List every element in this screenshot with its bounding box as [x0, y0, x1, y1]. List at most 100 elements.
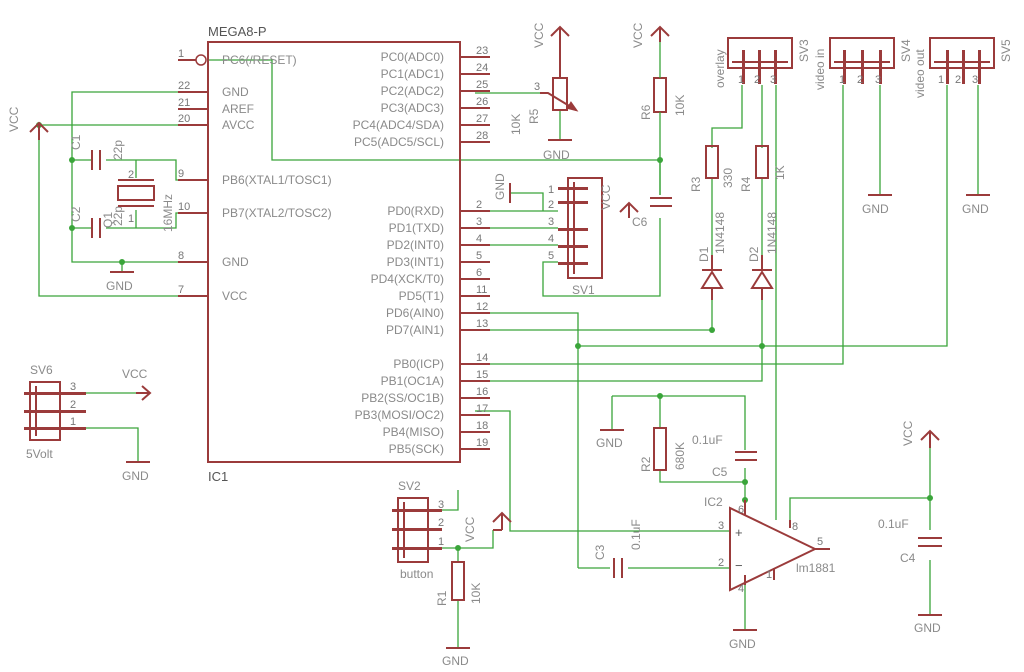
gnd-label-r5: GND — [543, 148, 570, 162]
ic1-pin-name: PC2(ADC2) — [381, 84, 444, 98]
r1-ref: R1 — [435, 590, 449, 606]
ic1-pin-name: PB6(XTAL1/TOSC1) — [222, 173, 332, 187]
sv1-pin1: 1 — [548, 184, 554, 196]
r2-value: 680K — [673, 442, 687, 470]
vcc-symbols: VCC VCC VCC VCC VCC VCC — [7, 22, 940, 542]
ic1-pin-number: 9 — [178, 168, 184, 180]
r5-ref: R5 — [527, 108, 541, 124]
ic2-pin4: 4 — [738, 583, 744, 595]
sv3-pin1: 1 — [738, 74, 744, 86]
capacitor-c2: C2 22p — [69, 206, 125, 238]
resistor-r4: R4 1K — [739, 145, 787, 192]
diode-d1: D1 1N4148 — [697, 212, 727, 300]
sv5-label: video out — [913, 49, 927, 98]
ic1-pin-number: 13 — [476, 318, 488, 330]
r3-ref: R3 — [689, 176, 703, 192]
capacitor-c1: C1 22p — [69, 134, 125, 170]
sv6-pin3: 3 — [70, 381, 76, 393]
r4-value: 1K — [773, 165, 787, 180]
ic1-pin-name: PC3(ADC3) — [381, 101, 444, 115]
sv4-ref: SV4 — [899, 39, 913, 62]
ic1-pin-number: 28 — [476, 130, 488, 142]
c4-value: 0.1uF — [878, 517, 909, 531]
ic2-pin5: 5 — [817, 536, 823, 548]
vcc-arrow-left — [29, 121, 49, 140]
vcc-arrow-c6 — [619, 201, 639, 218]
q1-pin1: 1 — [128, 213, 134, 225]
c1-value: 22p — [111, 140, 125, 160]
ic1-pin-name: PB7(XTAL2/TOSC2) — [222, 206, 332, 220]
ic1-pin-name: AVCC — [222, 118, 255, 132]
d2-ref: D2 — [747, 246, 761, 262]
capacitor-c4: 0.1uF C4 — [878, 517, 942, 565]
ic1-pin-number: 5 — [476, 250, 482, 262]
ic1-pin-name: PB0(ICP) — [393, 357, 444, 371]
ic2-pin8: 8 — [792, 521, 798, 533]
ic1-pin-number: 11 — [476, 284, 487, 296]
ic1-pin-number: 23 — [476, 45, 488, 57]
r3-value: 330 — [721, 168, 735, 188]
ic1-pin-name: PB2(SS/OC1B) — [361, 391, 444, 405]
sv5-ref: SV5 — [999, 39, 1013, 62]
sv6-label: 5Volt — [26, 447, 53, 461]
sv4-label: video in — [813, 49, 827, 90]
vcc-arrow-c4 — [920, 429, 940, 448]
sv2-pin1: 1 — [438, 536, 444, 548]
ic1-pin-number: 22 — [178, 80, 190, 92]
sv1-pin4: 4 — [548, 233, 554, 245]
ic1-pin-number: 7 — [178, 284, 184, 296]
sv2-label: button — [400, 567, 433, 581]
gnd-label-c4: GND — [914, 621, 941, 635]
ic1-pin-name: PB5(SCK) — [389, 442, 444, 456]
ic1-pin-number: 17 — [476, 403, 488, 415]
sv3-ref: SV3 — [797, 39, 811, 62]
capacitor-c5: 0.1uF C5 — [692, 433, 757, 479]
ic2-lm1881: + − IC2 lm1881 3 2 5 8 6 4 1 — [704, 495, 836, 595]
ic1-pin-name: PC0(ADC0) — [381, 50, 444, 64]
ic1-pin-name: PD2(INT0) — [387, 238, 444, 252]
sv1-vcc: VCC — [599, 184, 613, 210]
ic2-pin2: 2 — [718, 557, 724, 569]
sv6-ref: SV6 — [30, 363, 53, 377]
ic1-pin-number: 26 — [476, 96, 488, 108]
sv6-pin1: 1 — [70, 416, 76, 428]
sv5-pin1: 1 — [938, 74, 944, 86]
ic1-pin-number: 18 — [476, 420, 488, 432]
ic1-pin-name: PD4(XCK/T0) — [371, 272, 444, 286]
gnd-label-ic1: GND — [106, 279, 133, 293]
c6-ref: C6 — [632, 215, 648, 229]
ic1-pin-name: VCC — [222, 289, 248, 303]
ic1-pin-name: PD7(AIN1) — [386, 323, 444, 337]
vcc-arrow-sv6 — [136, 385, 152, 401]
gnd-label-r2: GND — [596, 436, 623, 450]
sv1-pin2: 2 — [548, 199, 554, 211]
ic2-pin3: 3 — [718, 520, 724, 532]
ic1-pin-name: PB4(MISO) — [383, 425, 444, 439]
gnd-label-sv4: GND — [862, 202, 889, 216]
sv3-label: overlay — [713, 49, 727, 88]
ic2-minus: − — [735, 558, 743, 573]
ic1-pin-name: PD6(AIN0) — [386, 306, 444, 320]
resistor-r2: R2 680K — [639, 427, 687, 472]
ic1-pin-number: 12 — [476, 301, 488, 313]
sv3-pin3: 3 — [770, 74, 776, 86]
ic1-pin-number: 10 — [178, 201, 190, 213]
ic1-pin-name: PD3(INT1) — [387, 255, 444, 269]
ic2-plus: + — [735, 525, 743, 540]
ic1-pin-number: 4 — [476, 233, 482, 245]
ic1-pin-name: GND — [222, 255, 249, 269]
c2-value: 22p — [111, 206, 125, 226]
ic1-ref: IC1 — [208, 469, 228, 484]
connector-sv2: 3 2 1 SV2 button — [392, 479, 444, 581]
vcc-label-c4: VCC — [901, 420, 915, 446]
d2-value: 1N4148 — [765, 212, 779, 254]
vcc-arrow-r5 — [550, 25, 570, 78]
q1-value: 16MHz — [161, 194, 175, 232]
sv5-pin3: 3 — [972, 74, 978, 86]
sv2-pin3: 3 — [438, 499, 444, 511]
vcc-label-sv2: VCC — [463, 516, 477, 542]
ic1-pin-number: 24 — [476, 62, 488, 74]
c3-ref: C3 — [593, 544, 607, 560]
